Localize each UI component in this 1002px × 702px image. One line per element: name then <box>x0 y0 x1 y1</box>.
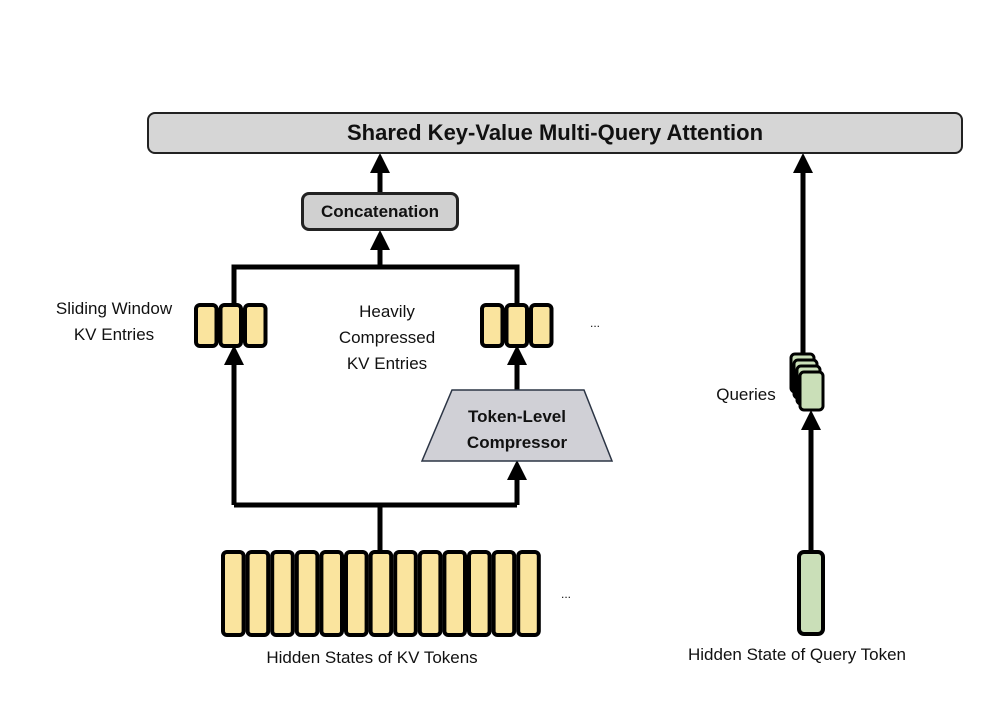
merge-line <box>231 264 520 305</box>
kv-token-row <box>221 550 541 637</box>
sliding-entry-cell <box>218 303 243 348</box>
compressed-entries <box>480 303 554 348</box>
query-stack <box>789 352 825 412</box>
compressed-ellipsis: ... <box>590 316 601 330</box>
compressed-label-line2: Compressed <box>338 328 436 347</box>
sliding-window-entries <box>194 303 268 348</box>
kv-tokens-label: Hidden States of KV Tokens <box>266 648 478 667</box>
query-cell <box>798 370 825 412</box>
compressor-label: Token-Level Compressor <box>432 404 602 456</box>
concatenation-label: Concatenation <box>320 201 440 221</box>
attention-title: Shared Key-Value Multi-Query Attention <box>346 120 764 145</box>
sliding-window-label: Sliding Window KV Entries <box>34 296 194 348</box>
shared-kv-mqa-box: Shared Key-Value Multi-Query Attention <box>147 112 963 154</box>
kv-token-cell <box>344 550 369 637</box>
connectors <box>224 153 821 552</box>
kv-token-cell <box>221 550 246 637</box>
compressor-label-line2: Compressor <box>466 433 568 452</box>
kv-token-cell <box>516 550 541 637</box>
query-token-label: Hidden State of Query Token <box>688 645 906 664</box>
compressed-label-line1: Heavily <box>359 302 415 321</box>
kv-token-cell <box>467 550 492 637</box>
sliding-entry-cell <box>194 303 219 348</box>
sliding-entry-cell <box>243 303 268 348</box>
query-token-cell <box>797 550 825 636</box>
kv-token-cell <box>417 550 443 637</box>
kv-token-cell <box>442 550 467 637</box>
query-token <box>797 550 825 636</box>
kv-tokens-ellipsis: ... <box>561 587 572 601</box>
kv-token-cell <box>393 550 418 637</box>
compressed-entry-cell <box>504 303 529 348</box>
token-level-compressor-shape <box>420 389 614 462</box>
compressed-label-line3: KV Entries <box>346 354 428 373</box>
compressor-label-line1: Token-Level <box>468 407 566 426</box>
kv-token-cell <box>368 550 394 637</box>
queries-label: Queries <box>716 385 776 404</box>
kv-token-cell <box>491 550 517 637</box>
kv-token-cell <box>319 550 344 637</box>
kv-token-cell <box>245 550 271 637</box>
concatenation-box: Concatenation <box>301 192 459 231</box>
sliding-label-line1: Sliding Window <box>55 299 173 318</box>
compressed-entry-cell <box>480 303 505 348</box>
sliding-label-line2: KV Entries <box>73 325 155 344</box>
kv-token-cell <box>294 550 320 637</box>
compressed-entries-label: Heavily Compressed KV Entries <box>312 299 462 377</box>
compressed-entry-cell <box>529 303 554 348</box>
kv-token-cell <box>270 550 295 637</box>
